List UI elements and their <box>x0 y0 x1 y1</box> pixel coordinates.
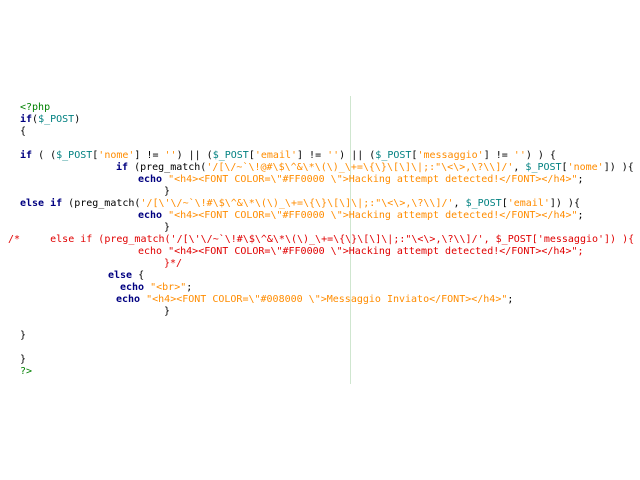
code-token: (preg_match( <box>128 162 207 173</box>
code-token: $_POST <box>465 198 502 209</box>
code-token: 'email' <box>507 198 550 209</box>
code-line: echo "<h4><FONT COLOR=\"#FF0000 \">Hacki… <box>138 174 584 186</box>
code-token: $_POST <box>38 114 75 125</box>
code-token: "<h4><FONT COLOR=\"#008000 \">Messaggio … <box>146 294 508 305</box>
code-token: } <box>20 354 27 365</box>
code-token: echo <box>116 294 141 305</box>
code-line: echo "<h4><FONT COLOR=\"#008000 \">Messa… <box>116 294 513 306</box>
code-token: '' <box>513 150 526 161</box>
code-token: , <box>453 198 466 209</box>
code-token: echo <box>120 282 145 293</box>
code-token: ) <box>74 114 81 125</box>
code-token: ) ) { <box>525 150 556 161</box>
code-token: ( ( <box>32 150 57 161</box>
code-token: else if <box>20 198 63 209</box>
code-token: echo <box>138 210 163 221</box>
code-token: '' <box>327 150 340 161</box>
code-token: "<h4><FONT COLOR=\"#FF0000 \">Hacking at… <box>168 174 578 185</box>
code-token: $_POST <box>375 150 412 161</box>
code-line: } <box>164 222 170 234</box>
code-token: [ <box>248 150 255 161</box>
code-token: if <box>20 150 33 161</box>
code-token: $_POST <box>56 150 93 161</box>
code-token: ; <box>577 174 584 185</box>
code-token: , <box>513 162 526 173</box>
code-token: [ <box>92 150 99 161</box>
code-line: } <box>20 354 26 366</box>
code-token: ] != <box>297 150 328 161</box>
code-token: /* else if (preg_match('/[\'\/~`\!#\$\^&… <box>8 234 635 245</box>
code-token: 'email' <box>254 150 298 161</box>
code-token: ?> <box>20 366 33 377</box>
code-token: ] != <box>134 150 165 161</box>
code-token: } <box>164 186 171 197</box>
code-token: '/[\/~`\!@#\$\^&\*\(\)_\+=\{\}\[\]\|;:"\… <box>206 162 514 173</box>
code-token: } <box>20 330 27 341</box>
code-token: { <box>20 126 27 137</box>
code-token: (preg_match( <box>62 198 141 209</box>
code-token: [ <box>411 150 418 161</box>
code-line: } <box>164 306 170 318</box>
code-line: ?> <box>20 366 32 378</box>
code-token: ; <box>577 210 584 221</box>
code-token: if <box>20 114 33 125</box>
code-token: } <box>164 222 171 233</box>
code-line: <?php <box>20 102 50 114</box>
code-line: } <box>20 330 26 342</box>
code-token: else <box>108 270 133 281</box>
code-token: '' <box>164 150 177 161</box>
code-token: ) || ( <box>176 150 213 161</box>
code-token: }*/ <box>164 258 183 269</box>
code-token: [ <box>561 162 568 173</box>
code-token: 'nome' <box>567 162 604 173</box>
code-token: <?php <box>20 102 51 113</box>
code-line: }*/ <box>164 258 182 270</box>
code-token: "<h4><FONT COLOR=\"#FF0000 \">Hacking at… <box>168 210 578 221</box>
code-token: '/[\'\/~`\!#\$\^&\*\(\)_\+=\{\}\[\]\|;:"… <box>140 198 454 209</box>
code-line: } <box>164 186 170 198</box>
code-token: 'nome' <box>98 150 135 161</box>
code-line: { <box>20 126 26 138</box>
code-line: echo "<h4><FONT COLOR=\"#FF0000 \">Hacki… <box>138 246 584 258</box>
code-token: [ <box>501 198 508 209</box>
code-token: ; <box>186 282 193 293</box>
code-token: } <box>164 306 171 317</box>
code-token: if <box>116 162 129 173</box>
code-token: echo "<h4><FONT COLOR=\"#FF0000 \">Hacki… <box>138 246 584 257</box>
code-token: "<br>" <box>150 282 187 293</box>
code-token: { <box>132 270 145 281</box>
code-line: else { <box>108 270 144 282</box>
code-line: if ( ($_POST['nome'] != '') || ($_POST['… <box>20 150 556 162</box>
code-line: else if (preg_match('/[\'\/~`\!#\$\^&\*\… <box>20 198 580 210</box>
code-line: if (preg_match('/[\/~`\!@#\$\^&\*\(\)_\+… <box>116 162 634 174</box>
code-token: 'messaggio' <box>417 150 484 161</box>
code-token: echo <box>138 174 163 185</box>
code-token: ]) ){ <box>603 162 634 173</box>
editor-column-guide <box>350 96 351 384</box>
code-token: ] != <box>483 150 514 161</box>
code-token: $_POST <box>212 150 249 161</box>
code-line: echo "<br>"; <box>120 282 192 294</box>
code-line: if($_POST) <box>20 114 80 126</box>
code-line: echo "<h4><FONT COLOR=\"#FF0000 \">Hacki… <box>138 210 584 222</box>
code-line: /* else if (preg_match('/[\'\/~`\!#\$\^&… <box>8 234 634 246</box>
code-token: ; <box>507 294 514 305</box>
code-token: ( <box>32 114 39 125</box>
code-token: ) || ( <box>339 150 376 161</box>
code-token: $_POST <box>525 162 562 173</box>
code-token: ]) ){ <box>549 198 580 209</box>
